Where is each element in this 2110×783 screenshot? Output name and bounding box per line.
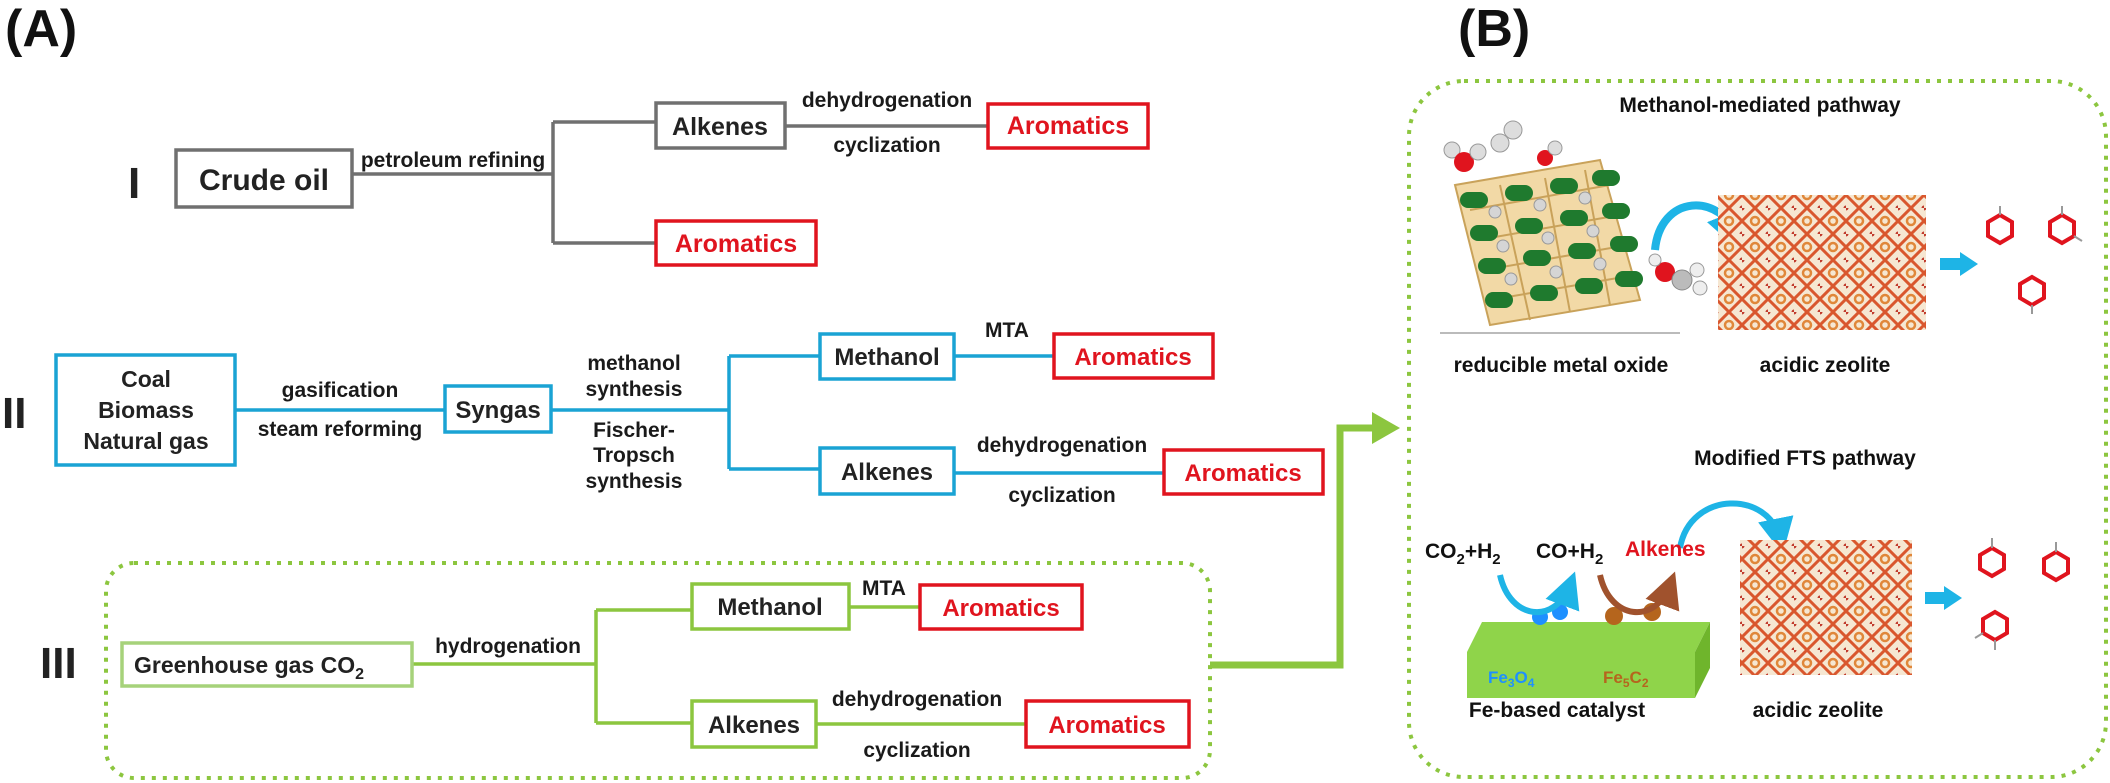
syngas-node <box>443 384 553 434</box>
fischer-tropsch-label-1: Fischer- <box>593 419 675 442</box>
methanol-label-iii: Methanol <box>717 594 822 621</box>
feed-biomass-label: Biomass <box>98 397 194 423</box>
crude-oil-node <box>174 148 354 209</box>
route-ii-product-connectors <box>954 354 1164 475</box>
methanol-label-ii: Methanol <box>834 344 939 371</box>
metal-oxide-illustration <box>1440 120 1752 334</box>
methanol-node-iii <box>690 582 851 631</box>
product-arrowhead-bottom <box>1944 586 1962 610</box>
steam-reforming-label: steam reforming <box>258 418 423 441</box>
mta-label-ii: MTA <box>985 319 1029 342</box>
methanol-pathway-title: Methanol-mediated pathway <box>1619 94 1901 117</box>
alkenes-label-ii: Alkenes <box>841 459 933 486</box>
fe-catalyst-illustration: Fe3O4 Fe5C2 <box>1467 500 1794 698</box>
aromatics-node-ii-alk <box>1162 448 1325 496</box>
dehydrogenation-label-ii: dehydrogenation <box>977 434 1147 457</box>
zeolite-top <box>1718 195 1926 330</box>
dehydrogenation-label: dehydrogenation <box>802 89 972 112</box>
aromatics-label-top: Aromatics <box>1007 112 1129 140</box>
route-ii-connector <box>235 354 820 471</box>
aromatics-label-iii-mta: Aromatics <box>942 595 1059 622</box>
feedstock-node <box>54 353 237 467</box>
alkenes-label-iii: Alkenes <box>708 712 800 739</box>
route-ii: II Coal Biomass Natural gas gasification… <box>2 319 1325 507</box>
aromatics-node-direct <box>654 219 818 267</box>
mta-label-iii: MTA <box>862 577 906 600</box>
aromatics-node-iii-mta <box>918 583 1084 631</box>
route-iii-product-connectors <box>816 605 1026 726</box>
fe5c2-label: Fe5C2 <box>1603 668 1649 690</box>
cyclization-label: cyclization <box>833 134 940 157</box>
crude-oil-label: Crude oil <box>199 164 329 197</box>
co-h2-label: CO+H2 <box>1536 540 1603 568</box>
panel-b-label: (B) <box>1458 0 1530 58</box>
aromatics-node-ii-mta <box>1052 332 1215 380</box>
alkenes-label: Alkenes <box>672 113 768 141</box>
dehydrogenation-label-iii: dehydrogenation <box>832 688 1002 711</box>
route-i-connector <box>352 120 656 245</box>
petroleum-refining-label: petroleum refining <box>361 149 545 172</box>
methanol-synthesis-label-1: methanol <box>587 352 680 375</box>
syngas-label: Syngas <box>455 397 540 424</box>
co2-feed-node <box>120 641 414 688</box>
panel-b-dotted-frame <box>1407 79 2108 779</box>
product-arrowhead-top <box>1960 252 1978 276</box>
aromatics-label-ii-alk: Aromatics <box>1184 460 1301 487</box>
route-iii: III Greenhouse gas CO2 hydrogenation Met… <box>40 561 1212 780</box>
hydrogenation-label: hydrogenation <box>435 635 581 658</box>
aromatic-molecules-top <box>1986 206 2083 314</box>
alkenes-node <box>654 101 787 150</box>
fischer-tropsch-label-2: Tropsch <box>593 444 675 467</box>
alkenes-node-ii <box>818 446 956 496</box>
route-i: I Crude oil petroleum refining Alkenes d… <box>128 89 1150 267</box>
feed-coal-label: Coal <box>121 366 171 392</box>
methanol-synthesis-label-2: synthesis <box>586 378 683 401</box>
fts-pathway-title: Modified FTS pathway <box>1694 447 1916 470</box>
alkenes-label-b: Alkenes <box>1625 538 1706 561</box>
aromatics-label-iii-alk: Aromatics <box>1048 712 1165 739</box>
aromatics-label-direct: Aromatics <box>675 230 797 258</box>
aromatics-node-top <box>986 102 1150 150</box>
acidic-zeolite-caption-bottom: acidic zeolite <box>1753 699 1884 722</box>
route-iii-connector <box>412 608 692 725</box>
route-ii-numeral: II <box>2 389 26 438</box>
zeolite-bottom <box>1740 540 1912 675</box>
panel-a-label: (A) <box>5 0 77 58</box>
route-i-numeral: I <box>128 159 140 208</box>
gasification-label: gasification <box>282 379 399 402</box>
panel-b: Methanol-mediated pathway <box>1407 79 2108 779</box>
route-iii-dotted-frame <box>104 561 1212 780</box>
fe-based-catalyst-caption: Fe-based catalyst <box>1469 699 1645 722</box>
alkenes-node-iii <box>690 699 818 749</box>
feed-natural-gas-label: Natural gas <box>83 428 208 454</box>
fe3o4-label: Fe3O4 <box>1488 668 1535 690</box>
co2-h2-label: CO2+H2 <box>1425 540 1501 568</box>
fischer-tropsch-label-3: synthesis <box>586 470 683 493</box>
aromatic-molecules-bottom <box>1974 538 2070 650</box>
acidic-zeolite-caption-top: acidic zeolite <box>1760 354 1891 377</box>
cyclization-label-ii: cyclization <box>1008 484 1115 507</box>
methanol-node-ii <box>818 332 956 381</box>
aromatics-node-iii-alk <box>1024 699 1191 749</box>
route-iii-numeral: III <box>40 639 77 688</box>
reducible-metal-oxide-caption: reducible metal oxide <box>1454 354 1669 377</box>
co2-feed-label: Greenhouse gas CO2 <box>134 652 364 683</box>
cyclization-label-iii: cyclization <box>863 739 970 762</box>
panel-link-arrow <box>1210 412 1400 669</box>
aromatics-label-ii-mta: Aromatics <box>1074 344 1191 371</box>
